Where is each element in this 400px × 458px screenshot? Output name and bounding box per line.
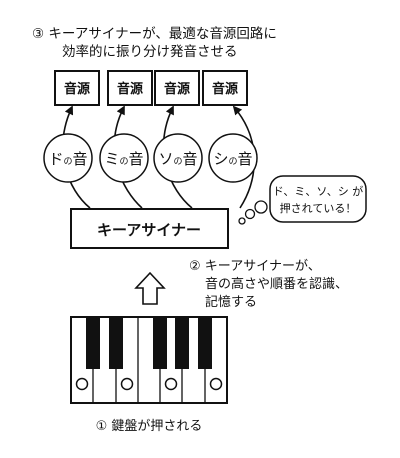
black-key: [175, 317, 189, 369]
thought-line1: ド、ミ、ソ、シ が: [273, 184, 363, 198]
note-name-so: ソ: [158, 150, 173, 168]
source-box-1: 音源: [54, 70, 100, 106]
thought-bubble: ド、ミ、ソ、シ が 押されている！: [238, 175, 367, 225]
source-label-2: 音源: [117, 81, 143, 97]
black-key: [153, 317, 167, 369]
note-suffix-do: 音: [73, 150, 88, 168]
note-circle-do: ドの音: [43, 133, 93, 183]
note-suffix-so: 音: [183, 150, 198, 168]
note-suffix-mi: 音: [129, 150, 144, 168]
svg-text:ミの音: ミの音: [104, 150, 143, 168]
step3-caption-line2: 効率的に振り分け発音させる: [62, 43, 238, 60]
step2-caption-line1: ② キーアサイナーが、: [189, 259, 321, 274]
source-label-4: 音源: [212, 81, 238, 97]
step2-caption-line2: 音の高さや順番を認識、: [205, 276, 348, 292]
source-label-3: 音源: [164, 81, 190, 97]
piano-keyboard: [70, 316, 228, 404]
source-box-2: 音源: [107, 70, 153, 106]
pressed-key-marker: [75, 377, 89, 391]
black-key: [109, 317, 123, 369]
step1-caption: ① 鍵盤が押される: [96, 418, 203, 434]
note-circle-so: ソの音: [153, 133, 203, 183]
note-particle-do: の: [63, 157, 72, 167]
black-key: [198, 317, 212, 369]
source-box-4: 音源: [202, 70, 248, 106]
step3-caption-line1: ③ キーアサイナーが、最適な音源回路に: [32, 25, 277, 42]
pressed-key-marker: [120, 377, 134, 391]
note-name-do: ド: [48, 150, 63, 168]
note-circle-shi: シの音: [208, 133, 258, 183]
up-arrow-icon: [134, 271, 166, 305]
source-label-1: 音源: [64, 81, 90, 97]
pressed-key-marker: [209, 377, 223, 391]
note-particle-so: の: [173, 157, 182, 167]
key-assigner-label: キーアサイナー: [97, 221, 201, 239]
source-box-3: 音源: [154, 70, 200, 106]
svg-text:ドの音: ドの音: [48, 150, 87, 168]
svg-text:シの音: シの音: [213, 150, 252, 168]
note-particle-mi: の: [119, 157, 128, 167]
note-circle-mi: ミの音: [99, 133, 149, 183]
svg-text:ソの音: ソの音: [158, 150, 197, 168]
note-name-shi: シ: [213, 150, 228, 168]
note-particle-shi: の: [228, 157, 237, 167]
note-name-mi: ミ: [104, 150, 119, 168]
key-assigner-box: キーアサイナー: [70, 208, 229, 249]
thought-line2: 押されている！: [280, 201, 357, 215]
black-key: [86, 317, 100, 369]
pressed-key-marker: [164, 377, 178, 391]
note-suffix-shi: 音: [238, 150, 253, 168]
step2-caption-line3: 記憶する: [205, 294, 257, 310]
